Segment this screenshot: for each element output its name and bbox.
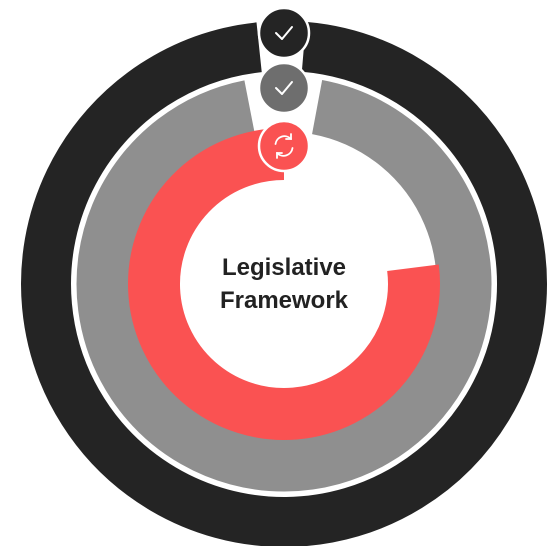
inner-ring-status-badge [257,119,311,173]
outer-ring-status-badge [257,6,311,60]
check-icon [275,26,293,40]
middle-progress-ring [76,80,492,492]
outer-progress-ring [21,21,547,546]
center-title-line-2: Framework [220,287,349,314]
middle-ring-status-badge [257,61,311,115]
inner-progress-ring [128,128,440,440]
center-title-line-1: Legislative [222,254,346,281]
refresh-icon [274,133,294,159]
check-icon [275,81,293,95]
